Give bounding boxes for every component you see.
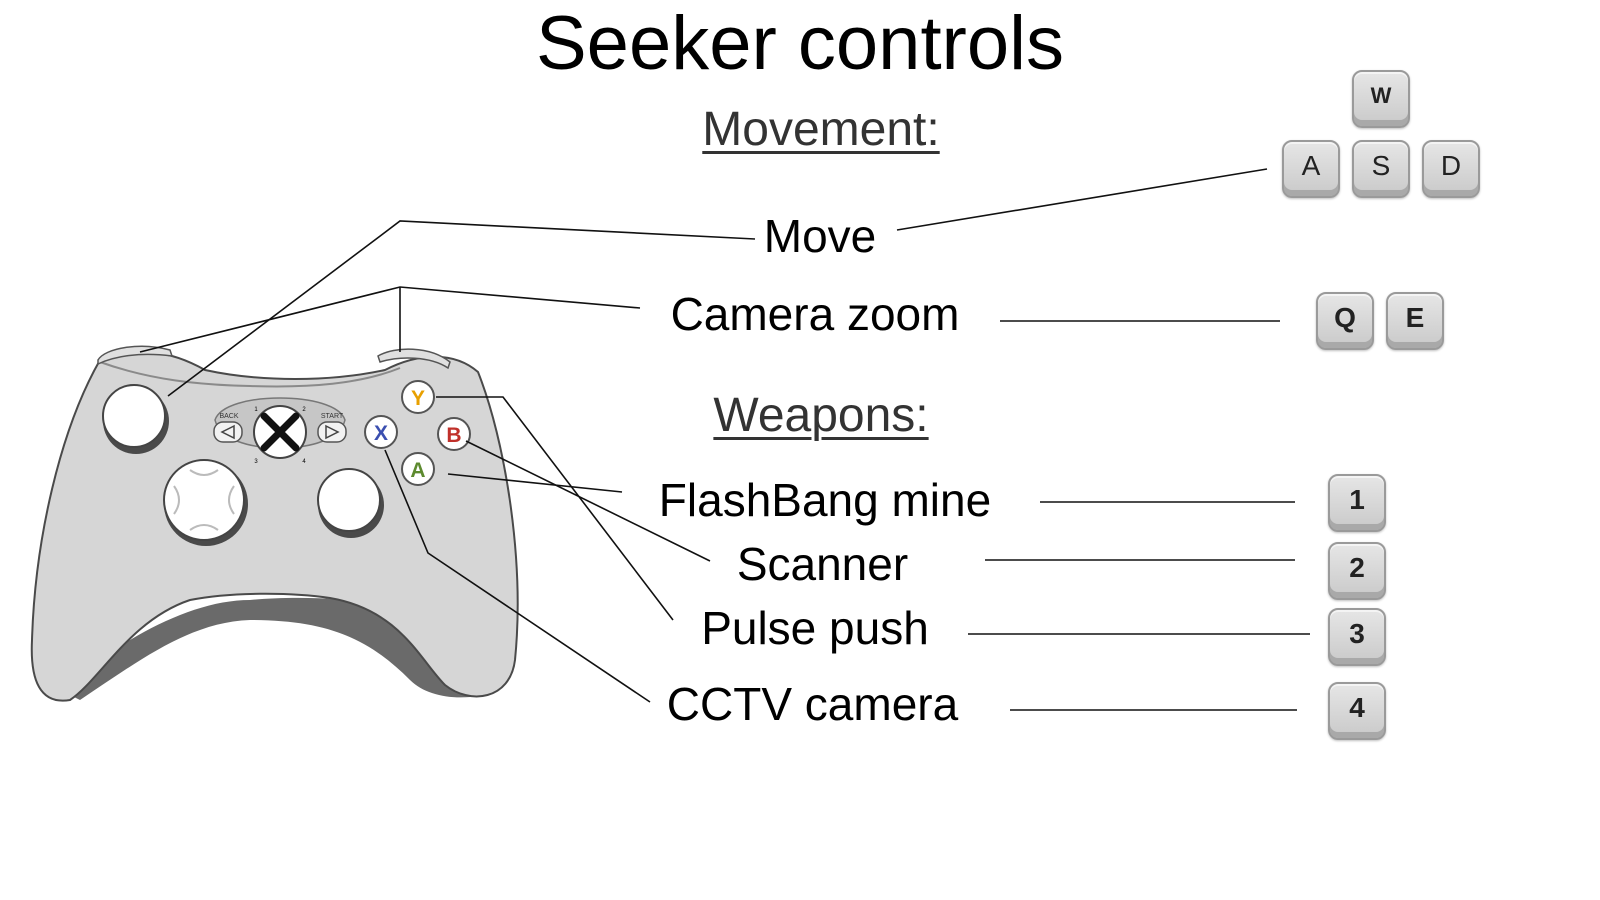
b-button-label: B (446, 424, 461, 447)
quadrant-1: 1 (254, 407, 258, 413)
a-button: A (401, 452, 435, 486)
key-a: A (1282, 140, 1340, 198)
flashbang-button-connector (447, 473, 623, 493)
scanner-label: Scanner (736, 538, 909, 590)
dpad (163, 459, 245, 541)
a-button-label: A (410, 459, 425, 482)
left-bumper (97, 345, 174, 366)
quadrant-2: 2 (302, 407, 306, 413)
move-label: Move (763, 210, 877, 262)
back-arrow-icon (220, 424, 235, 440)
xbox-logo-icon (260, 412, 300, 452)
flashbang-mine-label: FlashBang mine (658, 474, 992, 526)
quadrant-3: 3 (254, 459, 258, 465)
key-e: E (1386, 292, 1444, 350)
y-button-label: Y (411, 387, 425, 410)
cctv-button-connector (384, 449, 651, 703)
page-title: Seeker controls (535, 1, 1065, 86)
camera-zoom-label: Camera zoom (670, 288, 960, 340)
camera-zoom-left-connector (139, 286, 641, 353)
left-thumbstick (102, 384, 166, 448)
b-button: B (437, 417, 471, 451)
back-button (213, 421, 243, 443)
key-s: S (1352, 140, 1410, 198)
controller-top-ridge (99, 361, 401, 388)
key-d: D (1422, 140, 1480, 198)
key-1: 1 (1328, 474, 1386, 532)
key-4: 4 (1328, 682, 1386, 740)
key-w: W (1352, 70, 1410, 128)
move-stick-connector (167, 220, 756, 397)
weapons-heading: Weapons: (713, 389, 929, 442)
start-arrow-icon (325, 424, 340, 440)
y-button: Y (401, 380, 435, 414)
pulse-push-button-connector (436, 396, 674, 621)
scanner-button-connector (465, 440, 711, 562)
connector-lines (139, 168, 1310, 711)
x-button-label: X (374, 422, 388, 445)
start-button (317, 421, 347, 443)
start-label: START (321, 413, 344, 420)
cctv-camera-label: CCTV camera (666, 678, 959, 730)
pulse-push-label: Pulse push (701, 602, 929, 654)
key-q: Q (1316, 292, 1374, 350)
x-button: X (364, 415, 398, 449)
key-3: 3 (1328, 608, 1386, 666)
right-thumbstick (317, 468, 381, 532)
key-2: 2 (1328, 542, 1386, 600)
xbox-controller-image: BACK START 1 2 3 4 Y B X A (30, 345, 519, 702)
move-keys-connector (896, 168, 1268, 231)
quadrant-4: 4 (302, 459, 306, 465)
movement-heading: Movement: (702, 103, 940, 156)
back-label: BACK (219, 413, 238, 420)
dpad-cross (173, 469, 235, 531)
